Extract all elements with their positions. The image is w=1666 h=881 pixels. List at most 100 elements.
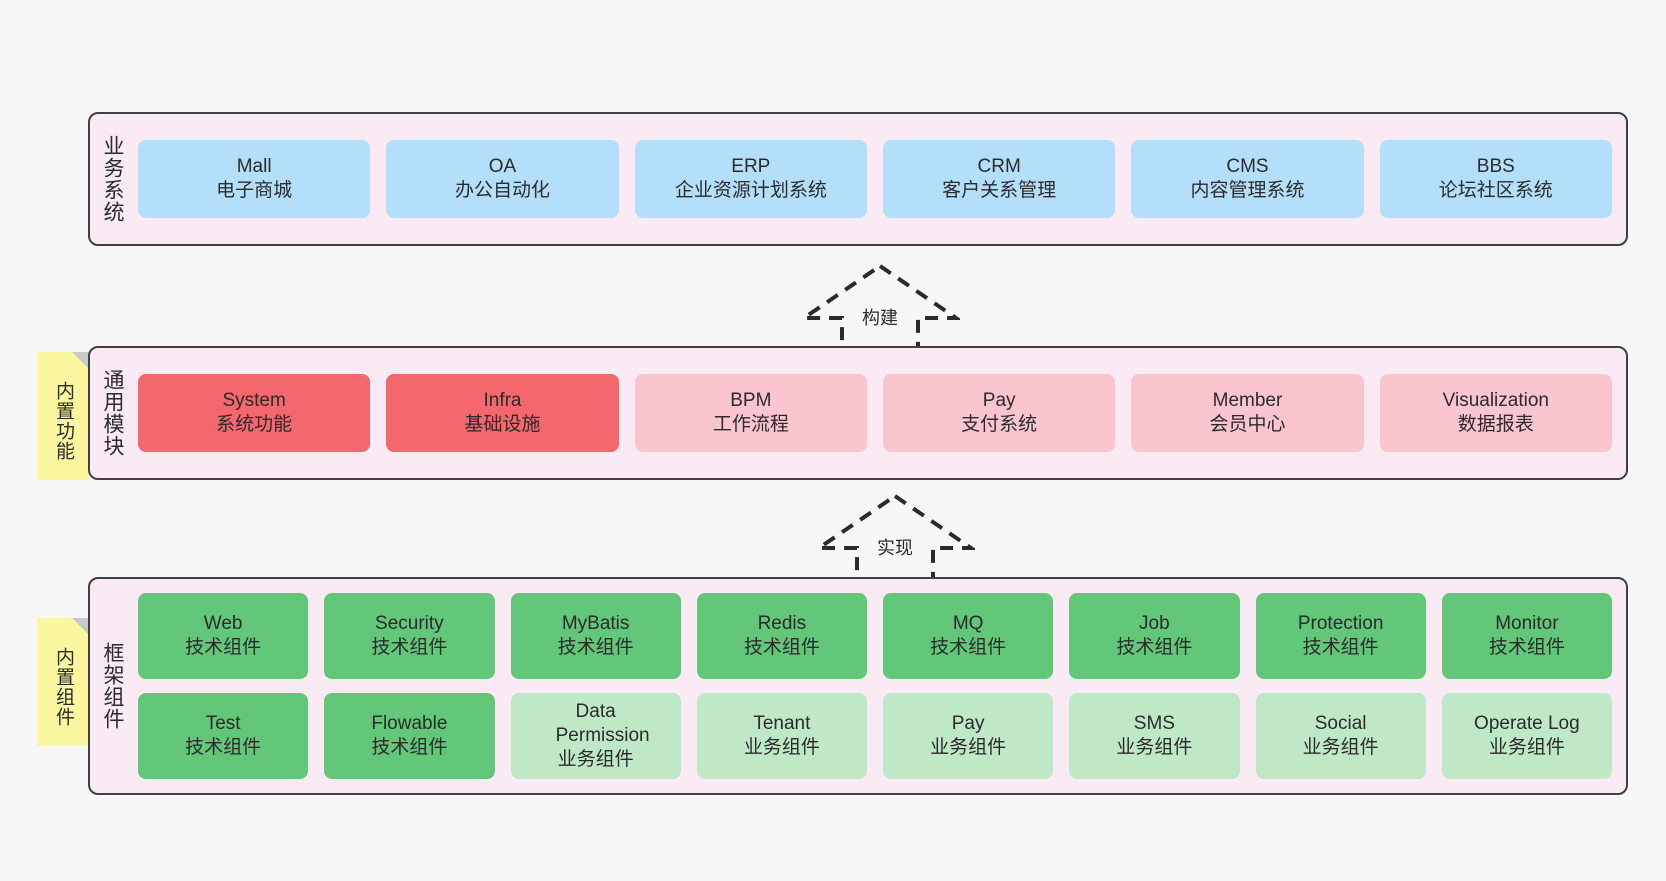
layer-framework-component-title: 框架组件 bbox=[100, 642, 124, 730]
card-protection[interactable]: Protection 技术组件 bbox=[1255, 593, 1426, 679]
card-redis[interactable]: Redis 技术组件 bbox=[696, 593, 867, 679]
card-operate-log-en: Operate Log bbox=[1474, 712, 1580, 734]
layer-common-module-title: 通用模块 bbox=[100, 369, 124, 457]
card-mall-en: Mall bbox=[236, 155, 272, 177]
card-data-permission-cn: 业务组件 bbox=[557, 749, 634, 771]
card-job-en: Job bbox=[1139, 612, 1170, 634]
card-tenant[interactable]: Tenant 业务组件 bbox=[696, 693, 867, 779]
card-test[interactable]: Test 技术组件 bbox=[138, 693, 309, 779]
card-bpm-cn: 工作流程 bbox=[712, 414, 789, 435]
card-mybatis-cn: 技术组件 bbox=[557, 637, 634, 658]
card-redis-cn: 技术组件 bbox=[743, 637, 820, 658]
framework-row-technical: Web 技术组件 Security 技术组件 MyBatis 技术组件 Redi… bbox=[138, 593, 1612, 679]
card-sms-en: SMS bbox=[1133, 712, 1175, 734]
card-bbs[interactable]: BBS 论坛社区系统 bbox=[1379, 140, 1612, 218]
card-job-cn: 技术组件 bbox=[1116, 637, 1193, 658]
card-oa-en: OA bbox=[488, 155, 517, 177]
card-cms[interactable]: CMS 内容管理系统 bbox=[1131, 140, 1364, 218]
card-web-cn: 技术组件 bbox=[185, 637, 262, 658]
card-system-en: System bbox=[222, 389, 286, 411]
card-infra-cn: 基础设施 bbox=[464, 414, 541, 435]
card-protection-cn: 技术组件 bbox=[1302, 637, 1379, 658]
note-builtin-feature: 内置功能 bbox=[37, 352, 89, 480]
card-social-en: Social bbox=[1314, 712, 1367, 734]
card-social[interactable]: Social 业务组件 bbox=[1255, 693, 1426, 779]
layer-framework-component[interactable]: 框架组件 Web 技术组件 Security 技术组件 MyBatis 技术组件… bbox=[88, 577, 1628, 795]
card-infra[interactable]: Infra 基础设施 bbox=[386, 374, 619, 452]
card-mq[interactable]: MQ 技术组件 bbox=[883, 593, 1054, 679]
card-flowable-en: Flowable bbox=[371, 712, 448, 734]
card-member-cn: 会员中心 bbox=[1209, 414, 1286, 435]
card-test-cn: 技术组件 bbox=[185, 737, 262, 758]
note-builtin-feature-label: 内置功能 bbox=[53, 381, 75, 461]
card-infra-en: Infra bbox=[483, 389, 522, 411]
card-bpm-en: BPM bbox=[730, 389, 772, 411]
card-tenant-en: Tenant bbox=[753, 712, 811, 734]
card-member[interactable]: Member 会员中心 bbox=[1131, 374, 1364, 452]
card-monitor-en: Monitor bbox=[1495, 612, 1559, 634]
card-crm-cn: 客户关系管理 bbox=[942, 180, 1057, 201]
card-erp-cn: 企业资源计划系统 bbox=[674, 180, 827, 201]
layer-business-system[interactable]: 业务系统 Mall 电子商城 OA 办公自动化 ERP 企业资源计划系统 CRM… bbox=[88, 112, 1628, 246]
card-system[interactable]: System 系统功能 bbox=[138, 374, 371, 452]
card-crm-en: CRM bbox=[977, 155, 1021, 177]
connector-implement-shape bbox=[815, 493, 975, 590]
card-pay-component[interactable]: Pay 业务组件 bbox=[883, 693, 1054, 779]
card-job[interactable]: Job 技术组件 bbox=[1069, 593, 1240, 679]
card-web-en: Web bbox=[203, 612, 243, 634]
card-security-en: Security bbox=[375, 612, 444, 634]
card-operate-log-cn: 业务组件 bbox=[1488, 737, 1565, 758]
card-mq-cn: 技术组件 bbox=[930, 637, 1007, 658]
card-sms-cn: 业务组件 bbox=[1116, 737, 1193, 758]
connector-implement: 实现 bbox=[815, 492, 975, 590]
card-member-en: Member bbox=[1212, 389, 1283, 411]
card-security-cn: 技术组件 bbox=[371, 637, 448, 658]
card-crm[interactable]: CRM 客户关系管理 bbox=[882, 140, 1116, 218]
framework-row-business: Test 技术组件 Flowable 技术组件 Data Permission … bbox=[138, 693, 1612, 779]
card-visualization-cn: 数据报表 bbox=[1457, 414, 1534, 435]
card-tenant-cn: 业务组件 bbox=[743, 737, 820, 758]
layer-common-module[interactable]: 通用模块 System 系统功能 Infra 基础设施 BPM 工作流程 Pay… bbox=[88, 346, 1628, 480]
note-builtin-component-label: 内置组件 bbox=[53, 647, 75, 727]
card-security[interactable]: Security 技术组件 bbox=[324, 593, 495, 679]
card-system-cn: 系统功能 bbox=[216, 414, 293, 435]
card-pay-module-cn: 支付系统 bbox=[961, 414, 1038, 435]
card-cms-en: CMS bbox=[1226, 155, 1269, 177]
layer-common-module-cards: System 系统功能 Infra 基础设施 BPM 工作流程 Pay 支付系统… bbox=[134, 348, 1626, 478]
card-flowable-cn: 技术组件 bbox=[371, 737, 448, 758]
card-visualization[interactable]: Visualization 数据报表 bbox=[1379, 374, 1612, 452]
card-erp[interactable]: ERP 企业资源计划系统 bbox=[634, 140, 867, 218]
card-pay-module-en: Pay bbox=[982, 389, 1016, 411]
card-oa[interactable]: OA 办公自动化 bbox=[386, 140, 619, 218]
card-data-permission[interactable]: Data Permission 业务组件 bbox=[510, 693, 681, 779]
layer-business-system-title: 业务系统 bbox=[100, 135, 124, 223]
card-pay-component-en: Pay bbox=[951, 712, 985, 734]
card-protection-en: Protection bbox=[1297, 612, 1384, 634]
card-redis-en: Redis bbox=[757, 612, 807, 634]
card-pay-module[interactable]: Pay 支付系统 bbox=[882, 374, 1116, 452]
card-bpm[interactable]: BPM 工作流程 bbox=[634, 374, 867, 452]
card-mybatis-en: MyBatis bbox=[561, 612, 630, 634]
card-data-permission-en: Data Permission bbox=[555, 700, 650, 746]
card-bbs-cn: 论坛社区系统 bbox=[1438, 180, 1553, 201]
card-cms-cn: 内容管理系统 bbox=[1190, 180, 1305, 201]
layer-business-system-cards: Mall 电子商城 OA 办公自动化 ERP 企业资源计划系统 CRM 客户关系… bbox=[134, 114, 1626, 244]
card-mall[interactable]: Mall 电子商城 bbox=[138, 140, 371, 218]
connector-build-shape bbox=[800, 263, 960, 360]
card-test-en: Test bbox=[205, 712, 241, 734]
card-web[interactable]: Web 技术组件 bbox=[138, 593, 309, 679]
card-oa-cn: 办公自动化 bbox=[454, 180, 550, 201]
card-monitor-cn: 技术组件 bbox=[1488, 637, 1565, 658]
card-sms[interactable]: SMS 业务组件 bbox=[1069, 693, 1240, 779]
card-mybatis[interactable]: MyBatis 技术组件 bbox=[510, 593, 681, 679]
layer-framework-component-grid: Web 技术组件 Security 技术组件 MyBatis 技术组件 Redi… bbox=[134, 579, 1626, 793]
card-pay-component-cn: 业务组件 bbox=[930, 737, 1007, 758]
card-bbs-en: BBS bbox=[1476, 155, 1515, 177]
card-operate-log[interactable]: Operate Log 业务组件 bbox=[1441, 693, 1612, 779]
note-builtin-component: 内置组件 bbox=[37, 618, 89, 746]
card-mq-en: MQ bbox=[952, 612, 984, 634]
card-erp-en: ERP bbox=[731, 155, 771, 177]
card-monitor[interactable]: Monitor 技术组件 bbox=[1441, 593, 1612, 679]
card-flowable[interactable]: Flowable 技术组件 bbox=[324, 693, 495, 779]
